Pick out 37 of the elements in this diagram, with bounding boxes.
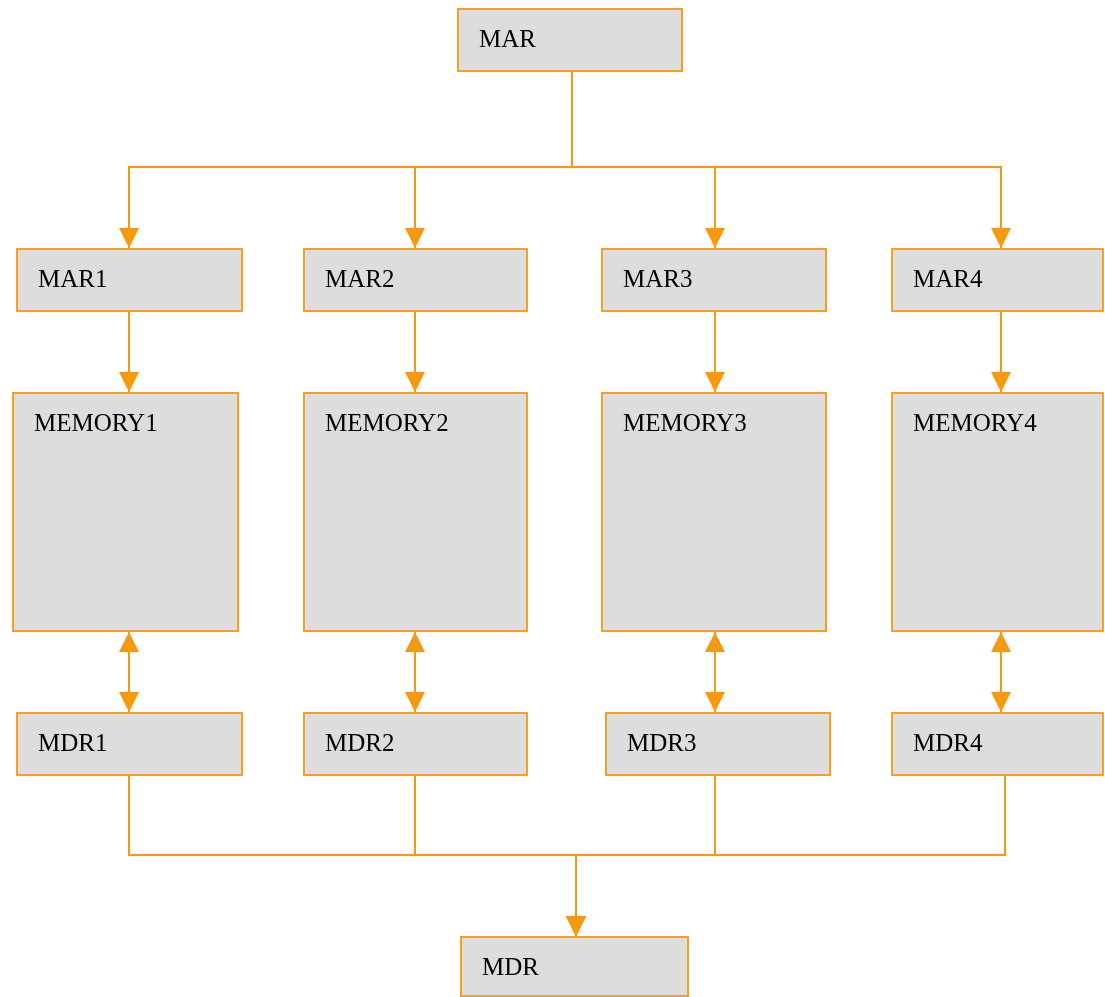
process-box bbox=[601, 392, 827, 632]
box-label: MEMORY4 bbox=[913, 408, 1037, 438]
process-box bbox=[16, 712, 243, 776]
box-label: MDR4 bbox=[913, 728, 983, 758]
box-label: MAR bbox=[479, 24, 536, 54]
arrow bbox=[405, 631, 425, 713]
process-box bbox=[16, 248, 243, 312]
box-label: MDR2 bbox=[325, 728, 395, 758]
box-label: MDR1 bbox=[38, 728, 108, 758]
process-box bbox=[303, 712, 528, 776]
process-box bbox=[303, 248, 528, 312]
box-label: MEMORY1 bbox=[34, 408, 158, 438]
box-label: MEMORY3 bbox=[623, 408, 747, 438]
box-label: MAR2 bbox=[325, 264, 395, 294]
box-label: MDR bbox=[482, 952, 539, 982]
process-box bbox=[460, 936, 689, 997]
arrow bbox=[405, 311, 425, 393]
process-box bbox=[891, 712, 1104, 776]
process-box bbox=[891, 392, 1104, 632]
arrow bbox=[566, 775, 1006, 937]
box-label: MAR3 bbox=[623, 264, 693, 294]
process-box bbox=[891, 248, 1104, 312]
process-box bbox=[605, 712, 831, 776]
arrow bbox=[705, 631, 725, 713]
process-box bbox=[12, 392, 239, 632]
box-label: MEMORY2 bbox=[325, 408, 449, 438]
arrow bbox=[119, 311, 139, 393]
box-label: MAR1 bbox=[38, 264, 108, 294]
box-label: MDR3 bbox=[627, 728, 697, 758]
process-box bbox=[457, 8, 683, 72]
box-label: MAR4 bbox=[913, 264, 983, 294]
process-box bbox=[303, 392, 528, 632]
arrow bbox=[119, 631, 139, 713]
arrow bbox=[705, 311, 725, 393]
process-box bbox=[601, 248, 827, 312]
arrow bbox=[991, 311, 1011, 393]
arrow bbox=[991, 631, 1011, 713]
